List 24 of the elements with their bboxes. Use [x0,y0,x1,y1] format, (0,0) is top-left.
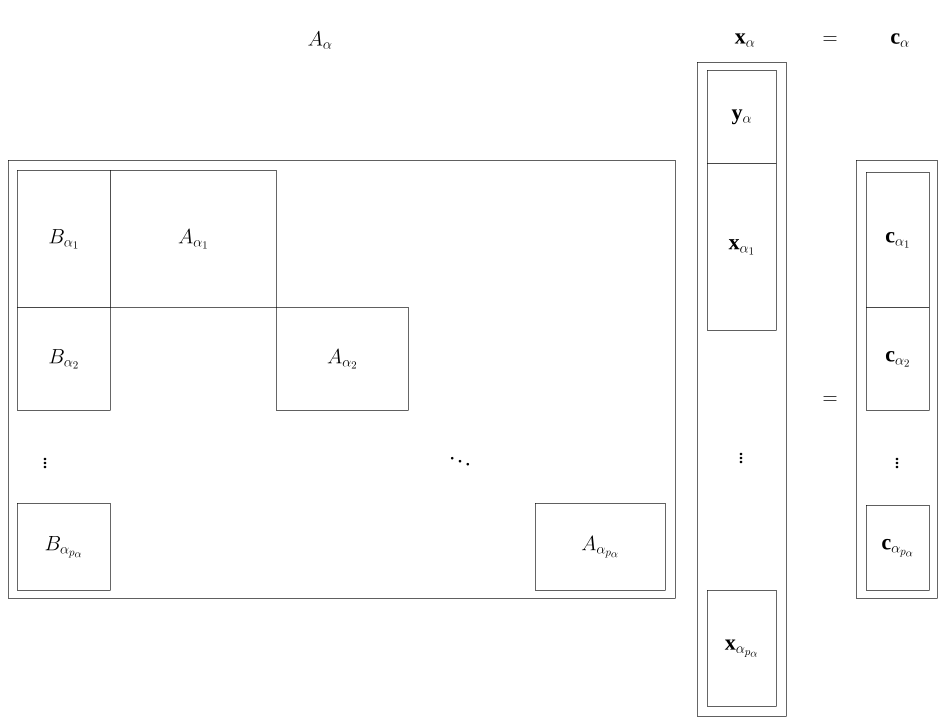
heading: $A_{\alpha}$ [308,30,332,49]
ellipsis-dots: $\vdots$ [740,452,742,464]
ellipsis-dots: $\vdots$ [44,458,46,468]
block-box: $B_{\alpha_1}$ [17,170,111,308]
block-box: $\mathbf{x}_{\alpha_1}$ [707,163,777,331]
block-box: $\mathbf{c}_{\alpha_1}$ [866,172,930,308]
block-box: $\mathbf{x}_{\alpha_{p_\alpha}}$ [707,590,777,707]
vector-box [856,160,938,599]
block-box: $B_{\alpha_2}$ [17,307,111,411]
block-box: $A_{\alpha_1}$ [110,170,277,308]
block-box: $A_{\alpha_2}$ [276,307,409,411]
block-box: $\mathbf{c}_{\alpha_2}$ [866,307,930,411]
equals-sign: $=$ [824,396,836,401]
block-box: $B_{\alpha_{p_\alpha}}$ [17,503,111,591]
matrix-box [8,160,676,599]
block-box: $A_{\alpha_{p_\alpha}}$ [535,503,666,591]
vector-box [697,62,787,717]
heading: $\mathbf{c}_{\alpha}$ [891,33,909,47]
equals-sign: $=$ [824,36,836,41]
heading: $\mathbf{x}_{\alpha}$ [734,33,754,47]
ellipsis-dots: $\ddots$ [450,456,470,466]
block-box: $\mathbf{c}_{\alpha_{p_\alpha}}$ [866,505,930,591]
block-box: $\mathbf{y}_{\alpha}$ [707,70,777,164]
ellipsis-dots: $\vdots$ [896,458,898,468]
